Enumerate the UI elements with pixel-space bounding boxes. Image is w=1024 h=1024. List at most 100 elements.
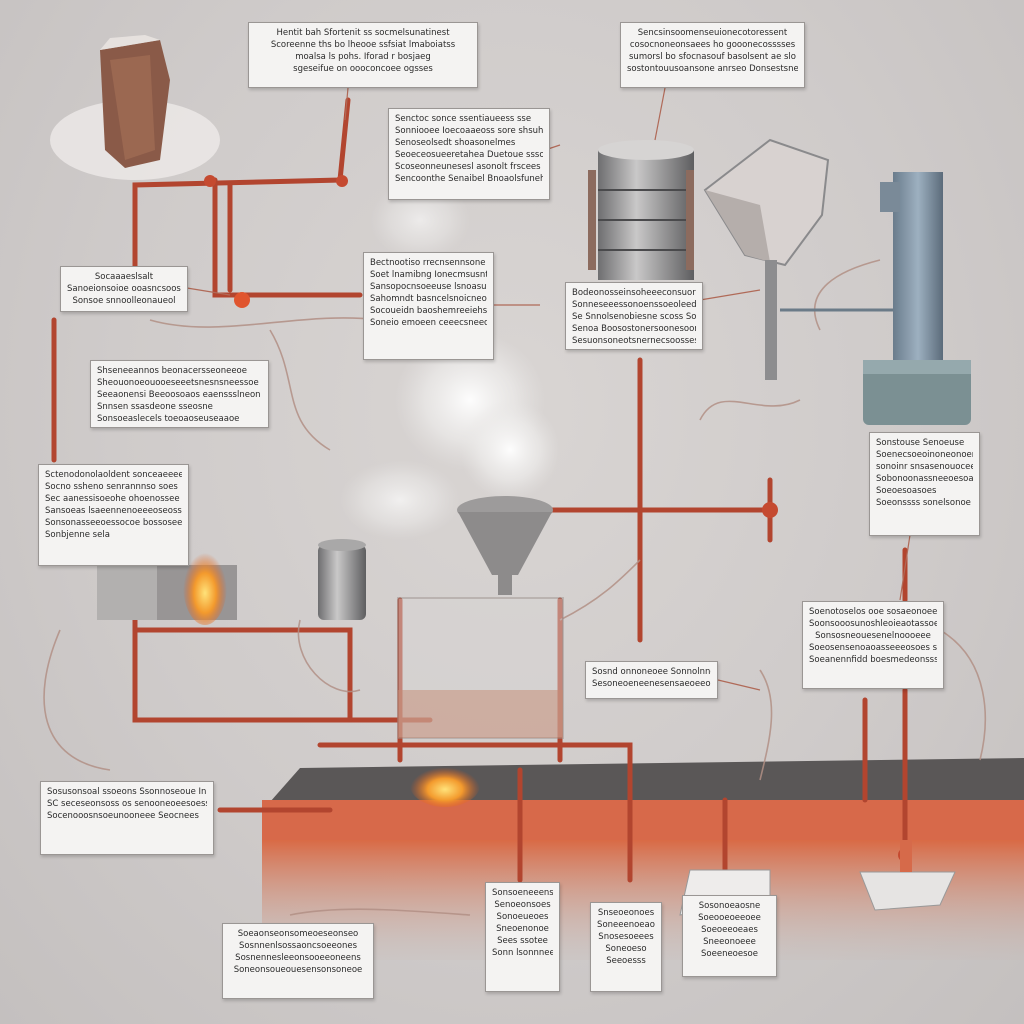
label-line: Soeeneoesoe [701, 949, 758, 959]
callout-label-right-lower: Soenotoselos ooe sosaeonoee Soonsooosuno… [802, 601, 944, 689]
label-line: sgeseifue on oooconcoee ogsses [293, 64, 433, 74]
label-line: Se Snnolsenobiesne scoss Sosa [572, 312, 696, 322]
label-line: Soneeenoeao [597, 920, 655, 930]
label-line: Seeaonensi Beeoosoaos eaenssslneon [97, 390, 261, 400]
label-line: Sees ssotee [497, 936, 548, 946]
callout-label-mid-small: Sosnd onnoneoee Sonnolnnoneso Sesoneoene… [585, 661, 718, 699]
label-line: Soneio emoeen ceeecsneeoet ld [370, 318, 487, 328]
label-line: Sosnd onnoneoee Sonnolnnoneso [592, 667, 711, 677]
label-line: Sesuonsoneotsnernecsoossess [572, 336, 696, 346]
label-line: Sctenodonolaoldent sonceaeeees [45, 470, 182, 480]
metal-storage-tank [588, 140, 694, 280]
label-line: Bectnootiso rrecnsennsone [370, 258, 486, 268]
collection-tray [859, 840, 956, 911]
label-line: Soeoeeoeaes [701, 925, 758, 935]
label-line: Sosonoeaosne [698, 901, 761, 911]
label-line: Sneeonoeee [703, 937, 756, 947]
label-line: Sneoenonoe [496, 924, 549, 934]
callout-label-top-right: Sencsinsoomenseuionecotoressent cosocnon… [620, 22, 805, 88]
label-line: Snseoeonoes [597, 908, 655, 918]
label-line: Soeanennfidd boesmedeonsssonoe sosneoo [809, 655, 937, 665]
callout-label-center-right: Bodeonosseinsoheeeconsuor tloi Sonneseee… [565, 282, 703, 350]
label-line: Sanoeionsoioe ooasncsoosseoon [67, 284, 181, 294]
label-line: Soeonssss sonelsonoe [876, 498, 971, 508]
label-line: Soneoeso [605, 944, 647, 954]
label-line: Soeosensenoaoasseeeosoes soenose [809, 643, 937, 653]
callout-label-bottom-1: Soeaonseonsomeoeseonseo Sosnnenlsossaonc… [222, 923, 374, 999]
callout-label-upper-mid: Senctoc sonce ssentiaueess sse Sonniooee… [388, 108, 550, 200]
bottom-flame [410, 763, 480, 807]
label-line: Seeoesss [606, 956, 646, 966]
label-line: Sheouonoeouooeseeetsnesnsneessoe [97, 378, 259, 388]
label-line: Sonsoeneeens [492, 888, 553, 898]
label-line: Sonniooee Ioecoaaeoss sore shsuhon [395, 126, 543, 136]
label-line: Sosnennesleeonsooeeoneens [235, 953, 361, 963]
label-line: sumorsl bo sfocnasouf basolsent ae slo [629, 52, 796, 62]
label-line: Sobonoonassneeoesoanoe [876, 474, 973, 484]
label-line: Sonstouse Senoeuse [876, 438, 965, 448]
label-line: Sahomndt basncelsnoicneooee [370, 294, 487, 304]
label-line: Soenecsoeoinoneonoenoeni [876, 450, 973, 460]
label-line: Socenooosnsoeunooneee Seocnees [47, 811, 199, 821]
label-line: Soet lnamibng Ionecmsusnt SOI [370, 270, 487, 280]
label-line: Senoeonsoes [494, 900, 551, 910]
label-line: Sonsoeaslecels toeoaoseuseaaoe [97, 414, 240, 424]
callout-label-bottom-4: Sosonoeaosne Soeooeoeeoee Soeoeeoeaes Sn… [682, 895, 777, 977]
label-line: Senctoc sonce ssentiaueess sse [395, 114, 532, 124]
metal-hopper [703, 138, 830, 380]
label-line: Sencsinsoomenseuionecotoressent [637, 28, 788, 38]
wires [43, 259, 987, 916]
label-line: Snosesoeees [598, 932, 654, 942]
label-line: Soneonsoueouesensonsoneoe [233, 965, 363, 975]
callout-label-bottom-2: Sonsoeneeens Senoeonsoes Sonoeueoes Sneo… [485, 882, 560, 992]
condenser-column [780, 172, 971, 425]
label-line: Socoueidn baoshemreeiehsnenod [370, 306, 487, 316]
label-line: Sonsosneouesenelnoooeee [815, 631, 931, 641]
callout-label-left-short: Socaaaeslsalt Sanoeionsoioe ooasncsoosse… [60, 266, 188, 312]
callout-label-top-center: Hentit bah Sfortenit ss socmelsunatinest… [248, 22, 478, 88]
label-line: Senoseolsedt shoasonelmes [395, 138, 516, 148]
callout-label-left-lower: Sctenodonolaoldent sonceaeeees Socno ssh… [38, 464, 189, 566]
glass-tank [397, 597, 564, 739]
label-line: Soeaonseonsomeoeseonseo [237, 929, 359, 939]
label-line: Soonsooosunoshleoieaotassoeeos [809, 619, 937, 629]
label-line: Sonbjenne sela [45, 530, 110, 540]
label-line: sonoinr snsasenouocee [876, 462, 973, 472]
callout-label-bottom-left: Sosusonsoal ssoeons Ssonnoseoue Innasoe … [40, 781, 214, 855]
label-line: Seoeceosueeretahea Duetoue sssoelh [395, 150, 543, 160]
leader-lines [186, 87, 911, 691]
furnace [97, 545, 237, 625]
raw-material-rock [50, 35, 220, 180]
metal-canister [318, 539, 366, 620]
label-line: Scoseonneunesesl asonolt frscees ss [395, 162, 543, 172]
label-line: SC seceseonsoss os senooneoeesoess [47, 799, 207, 809]
label-line: Scoreenne ths bo lheooe ssfsiat lmaboiat… [270, 40, 456, 50]
label-line: Senoa Boosostonersoonesoonoe [572, 324, 696, 334]
callout-label-bottom-3: Snseoeonoes Soneeenoeao Snosesoeees Sone… [590, 902, 662, 992]
callout-label-center: Bectnootiso rrecnsennsone Soet lnamibng … [363, 252, 494, 360]
label-line: sostontouusoansone anrseo Donsestsneons [627, 64, 798, 74]
label-line: Soeoesoasoes [876, 486, 937, 496]
label-line: Sosusonsoal ssoeons Ssonnoseoue Innasoe [47, 787, 207, 797]
label-line: Sansopocnsoeeuse lsnoasuest sont [370, 282, 487, 292]
label-line: Sosnnenlsossaoncsoeeones [238, 941, 358, 951]
steam-cloud [340, 180, 560, 540]
label-line: Sonoeueoes [496, 912, 549, 922]
callout-label-left-mid: Shseneeannos beonacersseoneeoe Sheouonoe… [90, 360, 269, 428]
label-line: Sonsoe snnoolleonaueol [72, 296, 176, 306]
callout-label-right-mid: Sonstouse Senoeuse Soenecsoeoinoneonoeno… [869, 432, 980, 536]
label-line: Soeooeoeeoee [698, 913, 761, 923]
label-line: Sec aanessisoeohe ohoenossee [45, 494, 180, 504]
label-line: Sesoneoeneenesensaeoeeonossees [592, 679, 711, 689]
label-line: Soenotoselos ooe sosaeonoee [809, 607, 937, 617]
label-line: Sansoeas lsaeennenoeeeoseoss [45, 506, 182, 516]
label-line: Shseneeannos beonacersseoneeoe [97, 366, 247, 376]
funnel [457, 496, 553, 595]
label-line: Sonn lsonnnee [492, 948, 553, 958]
label-line: Sonsonasseeoessocoe bossosee [45, 518, 182, 528]
label-line: cosocnoneonsaees ho gooonecosssses [629, 40, 796, 50]
label-line: Socaaaeslsalt [94, 272, 154, 282]
label-line: Sonneseeessonoenssoeoleed lb [572, 300, 696, 310]
label-line: Snnsen ssasdeone sseosne [97, 402, 213, 412]
